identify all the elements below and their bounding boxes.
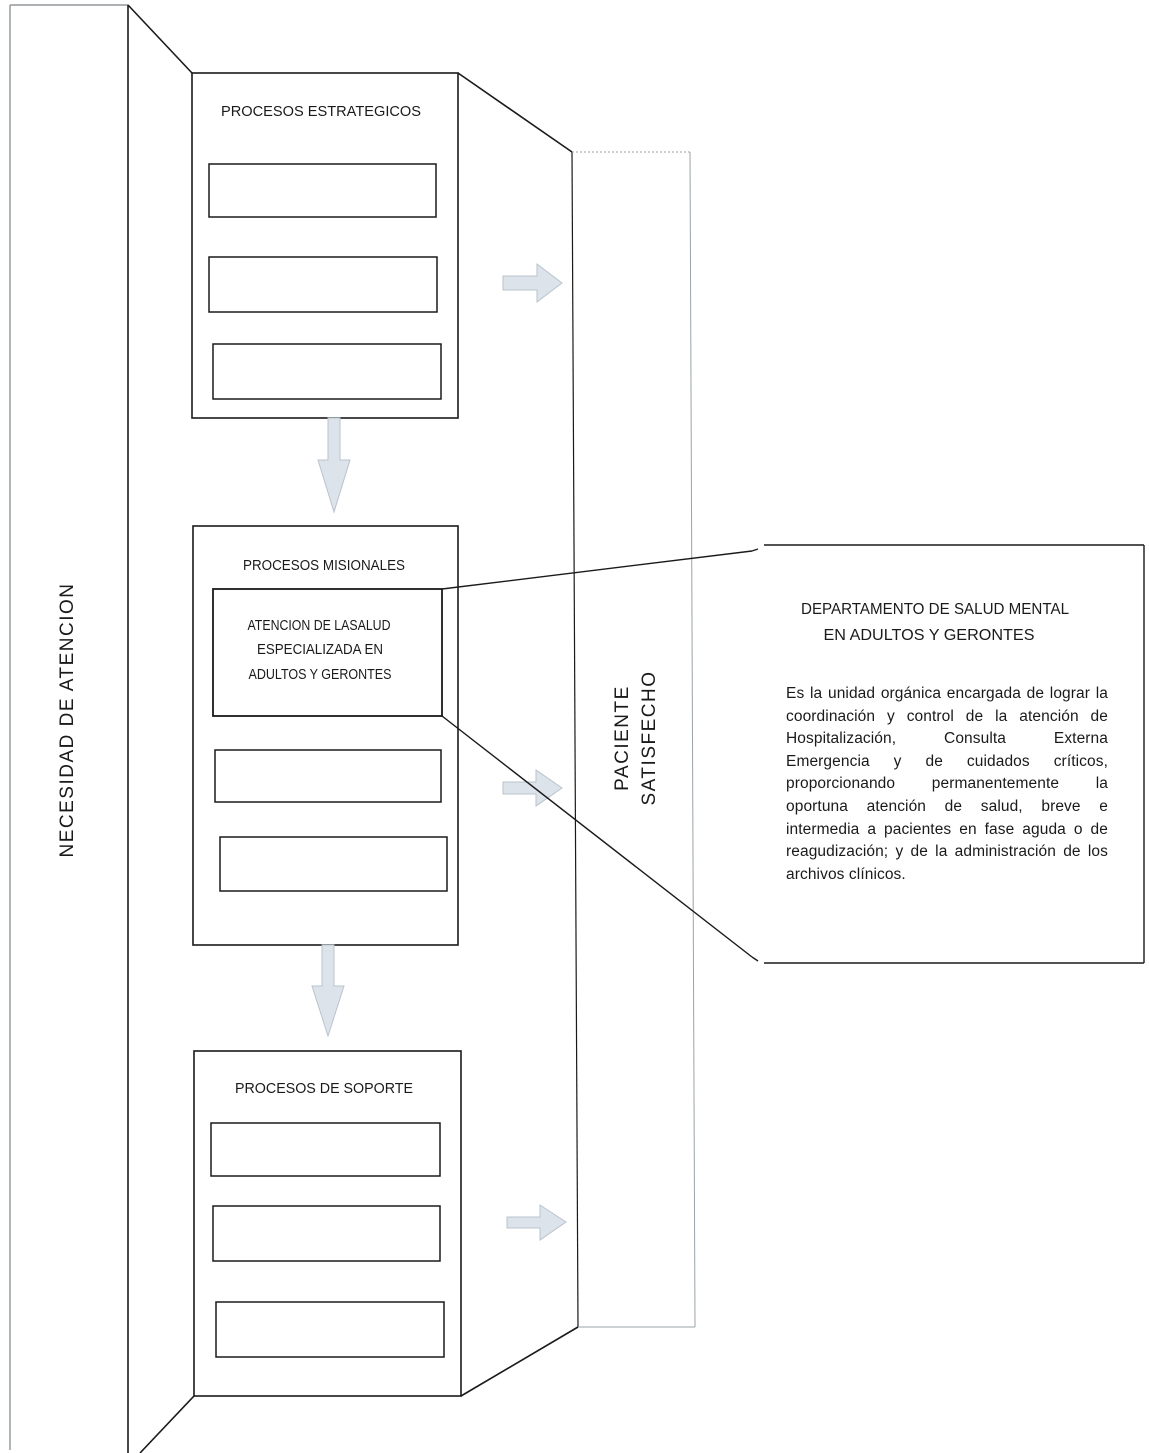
right-band-label-line1: PACIENTE [612,685,633,791]
support-processes-title: PROCESOS DE SOPORTE [235,1081,413,1097]
missional-processes-panel: PROCESOS MISIONALES ATENCION DE LASALUD … [192,525,459,946]
band-connectors [457,72,579,1397]
strategic-slot [212,343,442,400]
support-processes-panel: PROCESOS DE SOPORTE [193,1050,462,1397]
missional-highlight-line3: ADULTOS Y GERONTES [249,667,392,683]
missional-processes-title: PROCESOS MISIONALES [243,558,405,574]
strategic-slot [208,256,438,313]
callout-title-line2: EN ADULTOS Y GERONTES [824,627,1035,644]
right-arrow-icon [502,262,563,304]
support-slot [212,1205,441,1262]
right-arrow-icon [506,1204,567,1241]
callout-pointer-bottom [441,715,753,958]
right-band-label-line2: SATISFECHO [639,671,660,806]
support-slot [210,1122,441,1177]
missional-highlight-line1: ATENCION DE LASALUD [248,618,391,634]
callout-box: DEPARTAMENTO DE SALUD MENTAL EN ADULTOS … [441,544,1145,964]
down-arrow-icon [311,944,345,1038]
callout-description: Es la unidad orgánica encargada de logra… [786,685,1108,883]
strategic-processes-panel: PROCESOS ESTRATEGICOS [191,72,459,419]
missional-slot [219,836,448,892]
right-arrow-icon [502,769,563,807]
left-band: NECESIDAD DE ATENCION [9,4,195,1453]
missional-highlight-box [212,588,443,717]
callout-pointer-top [441,550,753,590]
missional-slot [214,749,442,803]
missional-highlight-line2: ESPECIALIZADA EN [257,642,383,658]
left-band-label: NECESIDAD DE ATENCION [57,582,78,857]
right-band: PACIENTE SATISFECHO [571,151,696,1328]
support-slot [215,1301,445,1358]
strategic-slot [208,163,437,218]
down-arrow-icon [317,417,351,514]
callout-title-line1: DEPARTAMENTO DE SALUD MENTAL [801,601,1069,618]
strategic-processes-title: PROCESOS ESTRATEGICOS [221,104,421,120]
